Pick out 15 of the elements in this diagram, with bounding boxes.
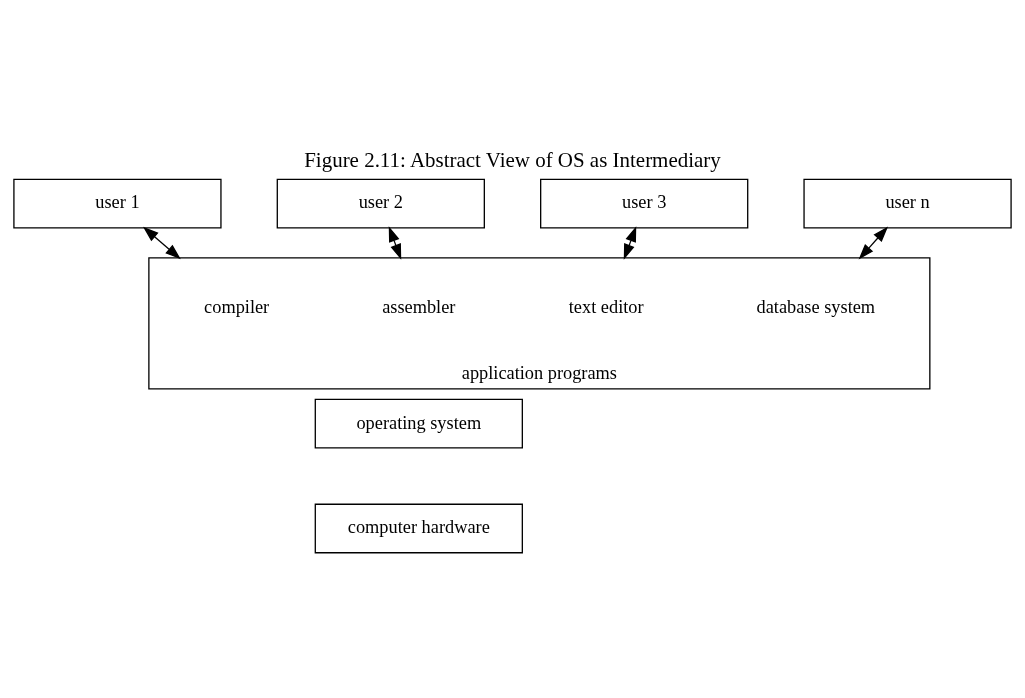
node-box: operating system (314, 398, 523, 449)
node-text: database system (756, 297, 876, 318)
node-text: compiler (204, 297, 270, 318)
node-box: computer hardware (314, 503, 523, 554)
node-box: user n (803, 178, 1012, 229)
node-text: assembler (382, 297, 456, 318)
node-box: user 3 (540, 178, 749, 229)
arrow (858, 226, 889, 260)
diagram-title: Figure 2.11: Abstract View of OS as Intermediary (304, 148, 721, 173)
node-box: user 2 (276, 178, 485, 229)
arrow (143, 226, 181, 260)
arrow (388, 226, 402, 260)
node-box: user 1 (13, 178, 222, 229)
node-text: text editor (568, 297, 644, 318)
arrow (623, 226, 637, 260)
